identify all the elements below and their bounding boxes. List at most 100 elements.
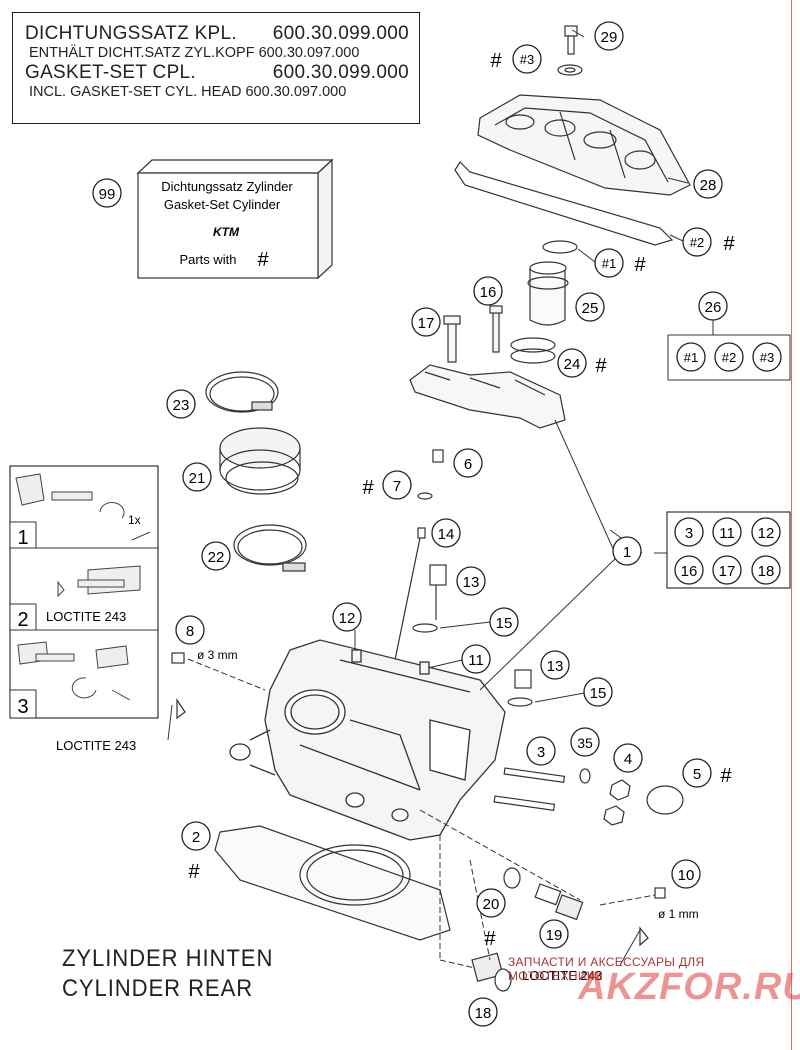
svg-text:3: 3 bbox=[537, 744, 545, 761]
plug-seal-parts bbox=[510, 240, 578, 364]
header-line2: ENTHÄLT DICHT.SATZ ZYL.KOPF 600.30.097.0… bbox=[29, 45, 360, 61]
kit-box-hash: # bbox=[257, 249, 269, 271]
svg-text:11: 11 bbox=[468, 652, 484, 669]
svg-text:25: 25 bbox=[582, 300, 599, 317]
svg-text:24: 24 bbox=[564, 356, 581, 373]
group1-item-16: 16 bbox=[674, 555, 704, 585]
footer-line2: CYLINDER REAR bbox=[62, 975, 254, 1002]
loctite-label-bottom: LOCTITE 243 bbox=[522, 968, 602, 983]
callout-14: 14 bbox=[431, 518, 461, 548]
hash-2-mark: # bbox=[723, 233, 735, 255]
svg-text:4: 4 bbox=[624, 751, 632, 768]
step-3-label: 3 bbox=[17, 696, 28, 718]
svg-text:2: 2 bbox=[192, 829, 200, 846]
page-edge-line bbox=[791, 0, 792, 1050]
svg-text:13: 13 bbox=[463, 574, 480, 591]
svg-text:16: 16 bbox=[681, 563, 698, 580]
callout-12: 12 bbox=[332, 602, 362, 632]
svg-text:19: 19 bbox=[546, 927, 563, 944]
group1-item-3: 3 bbox=[674, 517, 704, 547]
svg-text:15: 15 bbox=[590, 685, 607, 702]
callout-25: 25 bbox=[575, 292, 605, 322]
callout-10: 10 bbox=[671, 859, 701, 889]
svg-text:#2: #2 bbox=[690, 235, 704, 250]
svg-text:14: 14 bbox=[438, 526, 455, 543]
svg-text:12: 12 bbox=[758, 525, 775, 542]
hash-5-mark: # bbox=[720, 765, 732, 787]
step-2-label: 2 bbox=[17, 609, 28, 631]
callout-29: 29 bbox=[594, 21, 624, 51]
callout-5: 5 bbox=[682, 758, 712, 788]
hash-20-mark: # bbox=[484, 928, 496, 950]
callout-hash2: #2 bbox=[682, 227, 712, 257]
group26-item-2: #2 bbox=[714, 342, 744, 372]
diagram-footer-title: ZYLINDER HINTEN CYLINDER REAR bbox=[62, 944, 292, 1004]
callout-26: 26 bbox=[698, 291, 728, 321]
svg-text:1: 1 bbox=[623, 544, 631, 561]
callout-7: 7 bbox=[382, 470, 412, 500]
svg-text:5: 5 bbox=[693, 766, 701, 783]
callout-16-top: 16 bbox=[473, 276, 503, 306]
svg-text:29: 29 bbox=[601, 29, 618, 46]
callout-13-top: 13 bbox=[456, 566, 486, 596]
callout-23: 23 bbox=[166, 389, 196, 419]
stud-nut-parts bbox=[493, 767, 684, 826]
group1-item-18: 18 bbox=[751, 555, 781, 585]
svg-text:#3: #3 bbox=[520, 52, 534, 67]
group1-item-17: 17 bbox=[712, 555, 742, 585]
svg-text:#3: #3 bbox=[760, 350, 774, 365]
group1-item-12: 12 bbox=[751, 517, 781, 547]
callout-13-mid: 13 bbox=[540, 650, 570, 680]
header-line1-right: 600.30.099.000 bbox=[272, 23, 409, 44]
gasket-kit-box: Dichtungssatz Zylinder Gasket-Set Cylind… bbox=[136, 158, 334, 280]
svg-text:21: 21 bbox=[189, 470, 206, 487]
svg-text:26: 26 bbox=[705, 299, 722, 316]
svg-text:16: 16 bbox=[480, 284, 497, 301]
svg-text:99: 99 bbox=[99, 186, 116, 203]
header-line4: INCL. GASKET-SET CYL. HEAD 600.30.097.00… bbox=[29, 84, 347, 100]
step-panel: 1 2 3 1x LOCTITE 243 bbox=[9, 465, 159, 719]
cam-bridge-part bbox=[409, 305, 566, 429]
step-1-label: 1 bbox=[17, 527, 28, 549]
svg-text:15: 15 bbox=[496, 615, 513, 632]
step-1-note: 1x bbox=[128, 513, 141, 527]
diameter-1mm-label: ø 1 mm bbox=[658, 907, 699, 921]
callout-hash1: #1 bbox=[594, 248, 624, 278]
ktm-logo: KTM bbox=[213, 225, 240, 239]
svg-text:13: 13 bbox=[547, 658, 564, 675]
gasket-set-header: DICHTUNGSSATZ KPL. 600.30.099.000 ENTHÄLT… bbox=[12, 12, 420, 124]
callout-20: 20 bbox=[476, 888, 506, 918]
hash-2-gasket-mark: # bbox=[188, 861, 200, 883]
cylinder-head-part bbox=[229, 639, 506, 841]
callout-24: 24 bbox=[557, 348, 587, 378]
footer-line1: ZYLINDER HINTEN bbox=[62, 945, 274, 972]
callout-18-bottom: 18 bbox=[468, 997, 498, 1027]
callout-21: 21 bbox=[182, 462, 212, 492]
valve-cover-part bbox=[454, 94, 691, 246]
leader-lines bbox=[167, 29, 791, 969]
watermark-caption: ЗАПЧАСТИ И АКСЕССУАРЫ ДЛЯ МОТОТЕХНИКИ bbox=[508, 955, 705, 983]
svg-text:17: 17 bbox=[418, 315, 435, 332]
svg-text:20: 20 bbox=[483, 896, 500, 913]
group26-item-3: #3 bbox=[752, 342, 782, 372]
group1-item-11: 11 bbox=[712, 517, 742, 547]
callout-2: 2 bbox=[181, 821, 211, 851]
svg-text:3: 3 bbox=[685, 525, 693, 542]
callout-19: 19 bbox=[539, 919, 569, 949]
hash-3-mark: # bbox=[490, 50, 502, 72]
svg-text:23: 23 bbox=[173, 397, 190, 414]
callout-99: 99 bbox=[92, 178, 122, 208]
header-line1-left: DICHTUNGSSATZ KPL. bbox=[25, 23, 237, 44]
hash-24-mark: # bbox=[595, 355, 607, 377]
svg-text:17: 17 bbox=[719, 563, 736, 580]
svg-text:6: 6 bbox=[464, 456, 472, 473]
intake-clamp-parts bbox=[205, 371, 307, 572]
step-2-loctite: LOCTITE 243 bbox=[46, 609, 126, 624]
bolt-29-part bbox=[557, 25, 583, 76]
callout-3: 3 bbox=[526, 736, 556, 766]
svg-text:#1: #1 bbox=[602, 256, 616, 271]
callout-11: 11 bbox=[461, 644, 491, 674]
callout-35: 35 bbox=[570, 727, 600, 757]
callout-1: 1 bbox=[612, 536, 642, 566]
